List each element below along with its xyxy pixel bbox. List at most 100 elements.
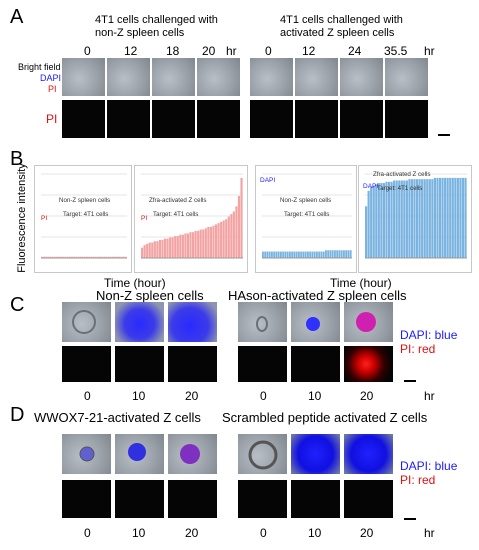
panel-a-right-pi-0 — [250, 100, 293, 138]
panel-c-right-title: HAson-activated Z spleen cells — [228, 288, 407, 303]
chart-bar — [181, 234, 184, 258]
panel-a-left-title-line1: 4T1 cells challenged with — [95, 14, 218, 26]
chart-bar — [284, 251, 287, 258]
chart-bar — [66, 256, 69, 258]
chart-bar — [71, 256, 73, 258]
panel-c-right-pi-20 — [344, 346, 393, 382]
chart-bar — [217, 223, 220, 258]
panel-a-left-time-0: 0 — [84, 44, 91, 58]
panel-a-left-time-2: 18 — [166, 44, 180, 58]
chart-bar — [101, 256, 103, 258]
chart-bar — [118, 256, 121, 258]
panel-c-left-merge-10 — [115, 302, 164, 342]
panel-c-letter: C — [10, 294, 25, 316]
chart-bar — [120, 256, 123, 258]
panel-a-left-pi-18 — [152, 100, 195, 138]
chart-bar — [295, 251, 298, 258]
chart-bar — [116, 256, 118, 258]
panel-d-right-pi-10 — [291, 480, 340, 518]
chart-bar — [49, 256, 52, 258]
chart-bar — [289, 251, 291, 258]
chart-bar — [340, 250, 343, 258]
panel-d-left-pi-10 — [115, 480, 164, 518]
chart-bar — [230, 214, 233, 258]
chart-bar — [418, 179, 421, 258]
chart-bar — [311, 251, 314, 258]
row-label-pi: PI — [48, 84, 57, 94]
panel-d-right-pi-20 — [344, 480, 393, 518]
panel-c-left-pi-20 — [168, 346, 217, 382]
panel-c-left-time-0: 0 — [84, 389, 91, 403]
chart-bar — [365, 206, 368, 258]
panel-c-scale-bar — [404, 380, 416, 382]
panel-d-left-pi-20 — [168, 480, 217, 518]
chart-bar — [398, 180, 401, 258]
chart-bar — [81, 256, 84, 258]
chart-bar — [298, 251, 300, 258]
chart-bar — [77, 256, 80, 258]
chart-bar — [171, 237, 174, 258]
chart-bar — [45, 256, 48, 258]
panel-c-left-pi-10 — [115, 346, 164, 382]
panel-d-legend-pi: PI: red — [400, 473, 436, 487]
chart-bar — [318, 251, 321, 258]
chart-bar — [151, 242, 154, 258]
panel-a-left-bf-20 — [197, 58, 240, 96]
chart-bar — [64, 256, 67, 258]
chart-bar — [280, 251, 282, 258]
panel-d-right-time-0: 0 — [260, 526, 267, 540]
chart-bar — [372, 185, 375, 258]
chart-bar — [416, 179, 419, 258]
chart-bar — [325, 250, 327, 258]
panel-d-left-title: WWOX7-21-activated Z cells — [34, 410, 201, 425]
chart-bar — [266, 251, 269, 258]
chart-bar — [105, 256, 108, 258]
chart-bar — [307, 251, 309, 258]
chart-bar — [436, 177, 439, 258]
chart-bar — [428, 179, 431, 258]
panel-d-left-merge-20 — [168, 434, 217, 474]
panel-a-right-title-line1: 4T1 cells challenged with — [280, 14, 403, 26]
panel-a-right-time-2: 24 — [348, 44, 362, 58]
chart-bar — [96, 256, 99, 258]
panel-d-right-title: Scrambled peptide activated Z cells — [222, 410, 428, 425]
panel-a-left-pi-0 — [62, 100, 105, 138]
chart-bar — [400, 180, 403, 258]
chart-bar — [322, 251, 325, 258]
chart-bar — [403, 180, 406, 258]
chart-bar — [334, 250, 336, 258]
panel-c-left-time-10: 10 — [132, 389, 146, 403]
chart-bar — [179, 234, 182, 258]
chart-bar — [84, 256, 86, 258]
chart-bar — [433, 177, 436, 258]
chart-bar — [189, 232, 192, 258]
chart-legend-line1: Zfra-activated Z cells — [373, 171, 430, 178]
chart-bar — [426, 179, 429, 258]
chart-bar — [291, 251, 294, 258]
panel-d-hr: hr — [424, 526, 435, 540]
chart-bar — [264, 251, 267, 258]
chart-bar — [192, 232, 195, 258]
chart-bar — [441, 177, 444, 258]
chart-bar — [214, 224, 218, 258]
chart-bar — [68, 256, 71, 258]
chart-bar — [225, 219, 228, 258]
chart-bar — [327, 250, 330, 258]
chart-bar — [459, 177, 462, 258]
row-label-bright-field: Bright field — [18, 62, 61, 72]
chart-bar — [166, 238, 169, 258]
chart-bar — [207, 226, 210, 258]
chart-bar — [114, 256, 116, 258]
panel-b-letter: B — [10, 148, 24, 170]
chart-bar — [421, 179, 424, 258]
chart-bar — [410, 179, 414, 258]
chart-bar — [277, 251, 280, 258]
panel-c-legend-dapi: DAPI: blue — [400, 328, 458, 342]
chart-bar — [58, 256, 60, 258]
chart-bar — [309, 251, 312, 258]
panel-c-left-title: Non-Z spleen cells — [96, 288, 204, 303]
chart-bar — [438, 177, 442, 258]
chart-bar — [286, 251, 289, 258]
